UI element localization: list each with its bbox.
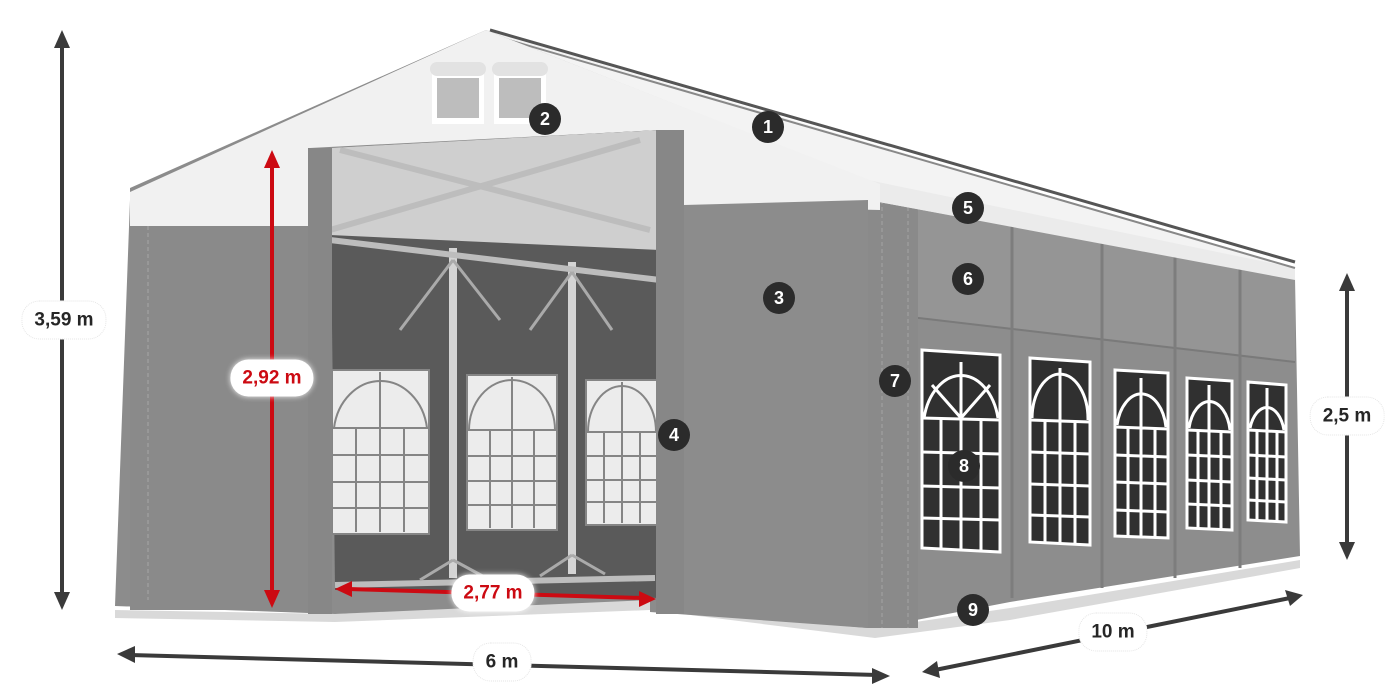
total-height-label: 3,59 m <box>21 300 107 340</box>
side-window-4 <box>1185 376 1234 532</box>
door-height-label: 2,92 m <box>230 359 314 397</box>
marker-3-gable-wall: 3 <box>763 282 795 314</box>
marker-8-side-window: 8 <box>948 450 980 482</box>
door-width-label: 2,77 m <box>451 574 535 612</box>
side-window-2 <box>1028 356 1092 547</box>
marker-1-roof-ridge: 1 <box>752 111 784 143</box>
side-window-3 <box>1113 368 1170 540</box>
length-label: 10 m <box>1078 612 1148 652</box>
side-window-5 <box>1246 380 1288 524</box>
gable-front <box>115 30 880 628</box>
ground-shadow <box>115 560 1300 638</box>
gable-vent-windows <box>430 62 548 124</box>
side-height-label: 2,5 m <box>1309 396 1385 436</box>
width-label: 6 m <box>472 642 532 682</box>
marker-9-ground-skirt: 9 <box>957 594 989 626</box>
marker-2-gable-vent: 2 <box>529 103 561 135</box>
marker-5-roof-eave: 5 <box>952 192 984 224</box>
marker-6-upper-side-panel: 6 <box>952 263 984 295</box>
marker-4-entrance-curtain: 4 <box>658 419 690 451</box>
marker-7-corner-post: 7 <box>879 365 911 397</box>
